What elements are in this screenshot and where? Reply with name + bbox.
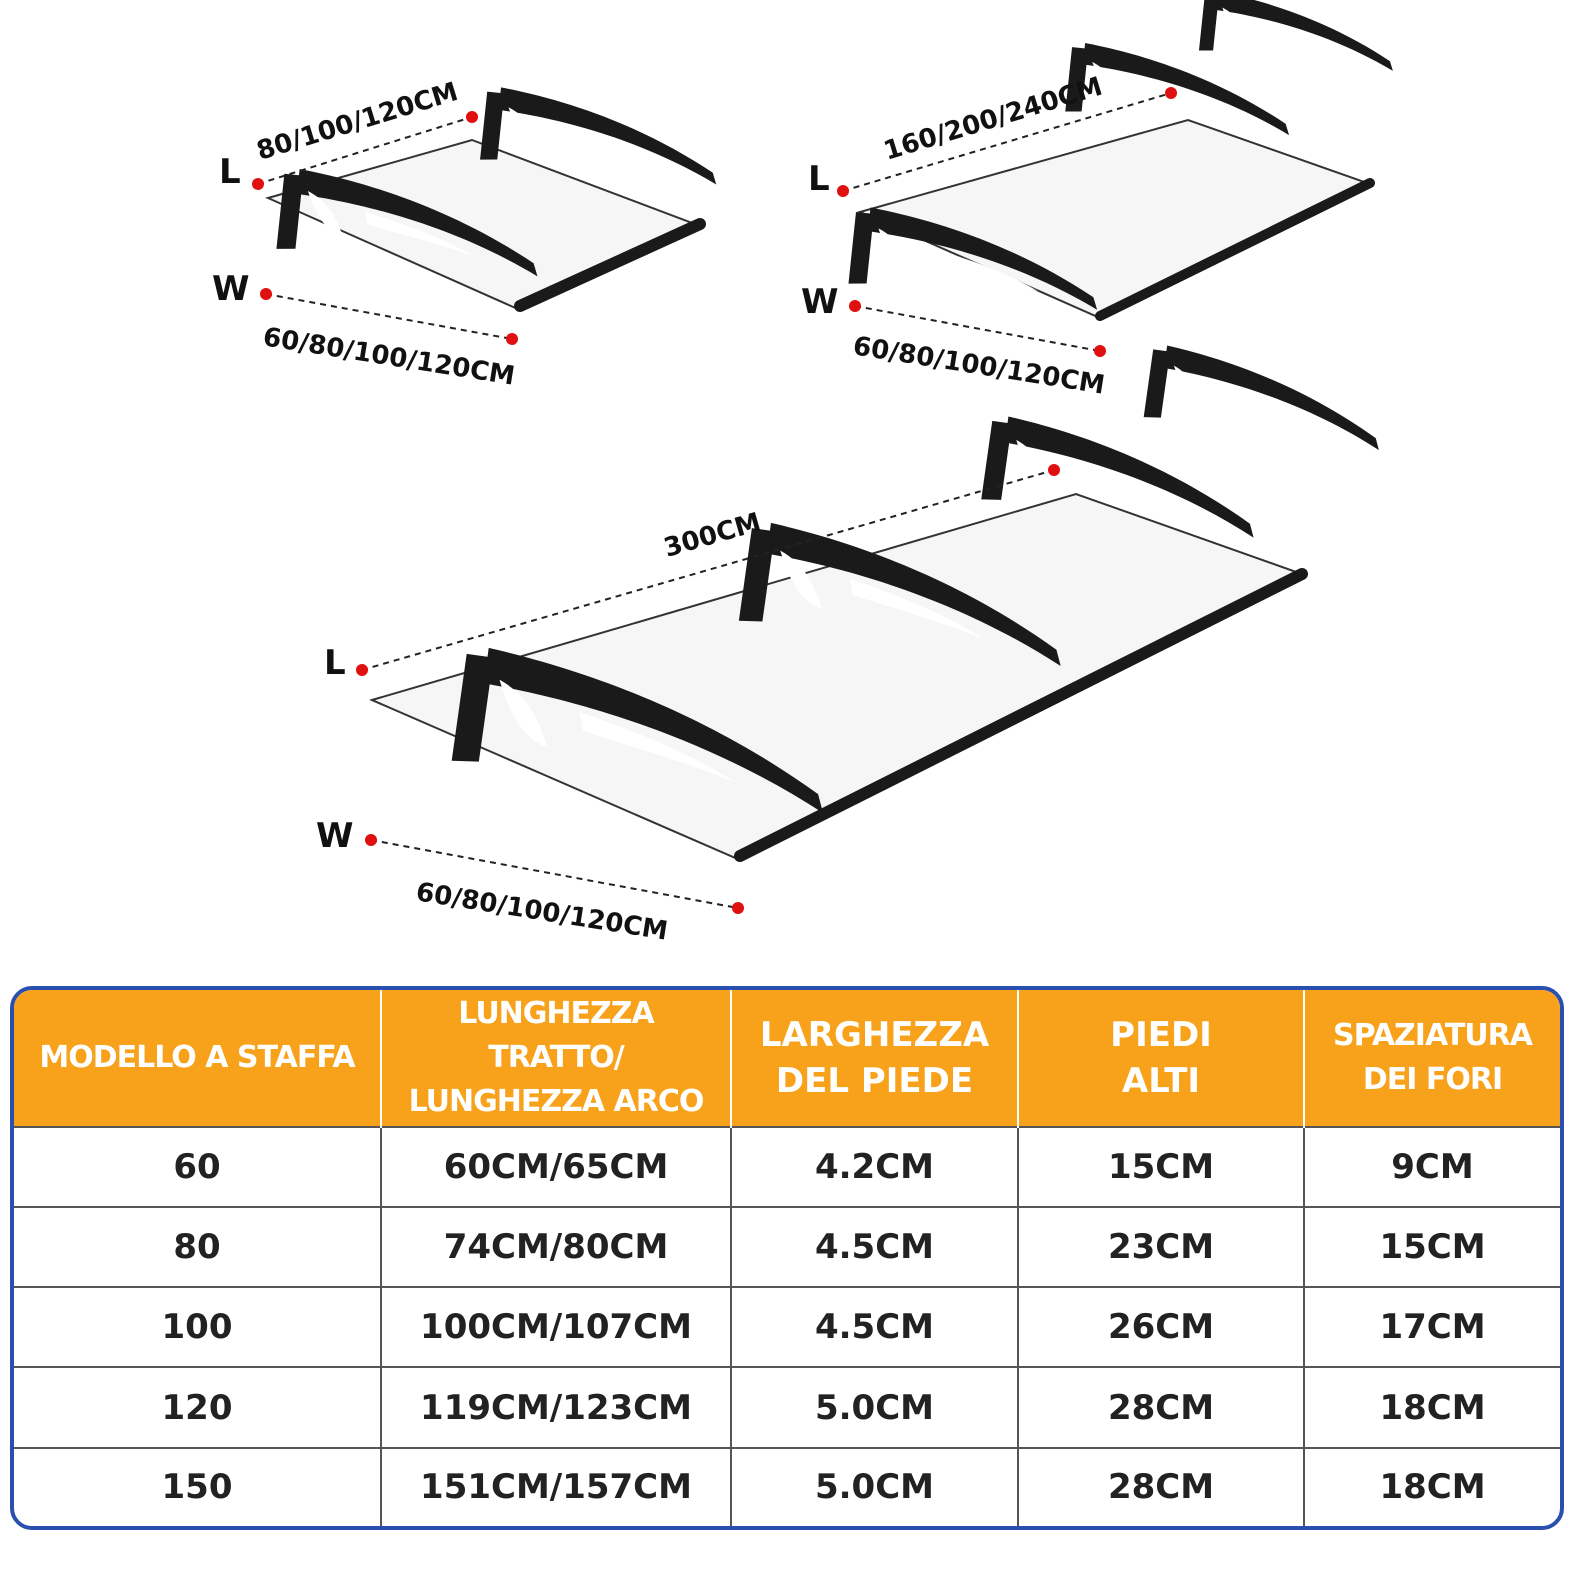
canopy-small: L W 80/100/120CM 60/80/100/120CM <box>212 77 725 392</box>
cell-length: 100CM/107CM <box>381 1286 732 1368</box>
marker-dot <box>1165 87 1177 99</box>
cell-foot-height: 23CM <box>1018 1206 1305 1288</box>
label-l: L <box>808 159 830 199</box>
marker-dot <box>837 185 849 197</box>
header-length: LUNGHEZZA TRATTO/LUNGHEZZA ARCO <box>381 990 732 1127</box>
canopy-medium: L W 160/200/240CM 60/80/100/120CM <box>801 0 1400 401</box>
marker-dot <box>466 111 478 123</box>
cell-length: 119CM/123CM <box>381 1366 732 1448</box>
table-row: 150 151CM/157CM 5.0CM 28CM 18CM <box>14 1446 1560 1526</box>
cell-hole-spacing: 15CM <box>1304 1206 1560 1288</box>
marker-dot <box>1094 345 1106 357</box>
cell-foot-width: 4.5CM <box>731 1286 1019 1368</box>
cell-length: 74CM/80CM <box>381 1206 732 1288</box>
label-w: W <box>212 269 250 309</box>
cell-hole-spacing: 9CM <box>1304 1125 1560 1208</box>
table-header-row: MODELLO A STAFFA LUNGHEZZA TRATTO/LUNGHE… <box>14 990 1560 1127</box>
label-l: L <box>219 152 241 192</box>
marker-dot <box>732 902 744 914</box>
marker-dot <box>260 288 272 300</box>
width-label: 60/80/100/120CM <box>851 331 1107 400</box>
table-row: 120 119CM/123CM 5.0CM 28CM 18CM <box>14 1366 1560 1448</box>
cell-model: 100 <box>14 1286 382 1368</box>
label-w: W <box>316 816 354 856</box>
cell-length: 60CM/65CM <box>381 1125 732 1208</box>
cell-foot-width: 4.5CM <box>731 1206 1019 1288</box>
marker-dot <box>365 834 377 846</box>
table-row: 100 100CM/107CM 4.5CM 26CM 17CM <box>14 1286 1560 1368</box>
canopy-large: L W 300CM 60/80/100/120CM <box>316 343 1390 947</box>
cell-hole-spacing: 18CM <box>1304 1366 1560 1448</box>
width-label: 60/80/100/120CM <box>261 322 517 391</box>
cell-hole-spacing: 18CM <box>1304 1446 1560 1526</box>
cell-foot-width: 5.0CM <box>731 1366 1019 1448</box>
cell-foot-width: 4.2CM <box>731 1125 1019 1208</box>
spec-table: MODELLO A STAFFA LUNGHEZZA TRATTO/LUNGHE… <box>14 990 1560 1526</box>
cell-model: 60 <box>14 1125 382 1208</box>
cell-hole-spacing: 17CM <box>1304 1286 1560 1368</box>
table-row: 60 60CM/65CM 4.2CM 15CM 9CM <box>14 1125 1560 1208</box>
label-w: W <box>801 282 839 322</box>
marker-dot <box>506 333 518 345</box>
cell-foot-height: 15CM <box>1018 1125 1305 1208</box>
table-row: 80 74CM/80CM 4.5CM 23CM 15CM <box>14 1206 1560 1288</box>
cell-length: 151CM/157CM <box>381 1446 732 1526</box>
cell-model: 150 <box>14 1446 382 1526</box>
marker-dot <box>356 664 368 676</box>
spec-table-container: MODELLO A STAFFA LUNGHEZZA TRATTO/LUNGHE… <box>10 986 1564 1530</box>
cell-foot-width: 5.0CM <box>731 1446 1019 1526</box>
marker-dot <box>849 300 861 312</box>
cell-foot-height: 28CM <box>1018 1366 1305 1448</box>
cell-model: 120 <box>14 1366 382 1448</box>
label-l: L <box>324 643 346 683</box>
marker-dot <box>1048 464 1060 476</box>
header-model: MODELLO A STAFFA <box>14 990 382 1127</box>
cell-model: 80 <box>14 1206 382 1288</box>
cell-foot-height: 26CM <box>1018 1286 1305 1368</box>
cell-foot-height: 28CM <box>1018 1446 1305 1526</box>
canopy-diagrams: L W 80/100/120CM 60/80/100/120CM L W 160… <box>212 0 1400 947</box>
marker-dot <box>252 178 264 190</box>
